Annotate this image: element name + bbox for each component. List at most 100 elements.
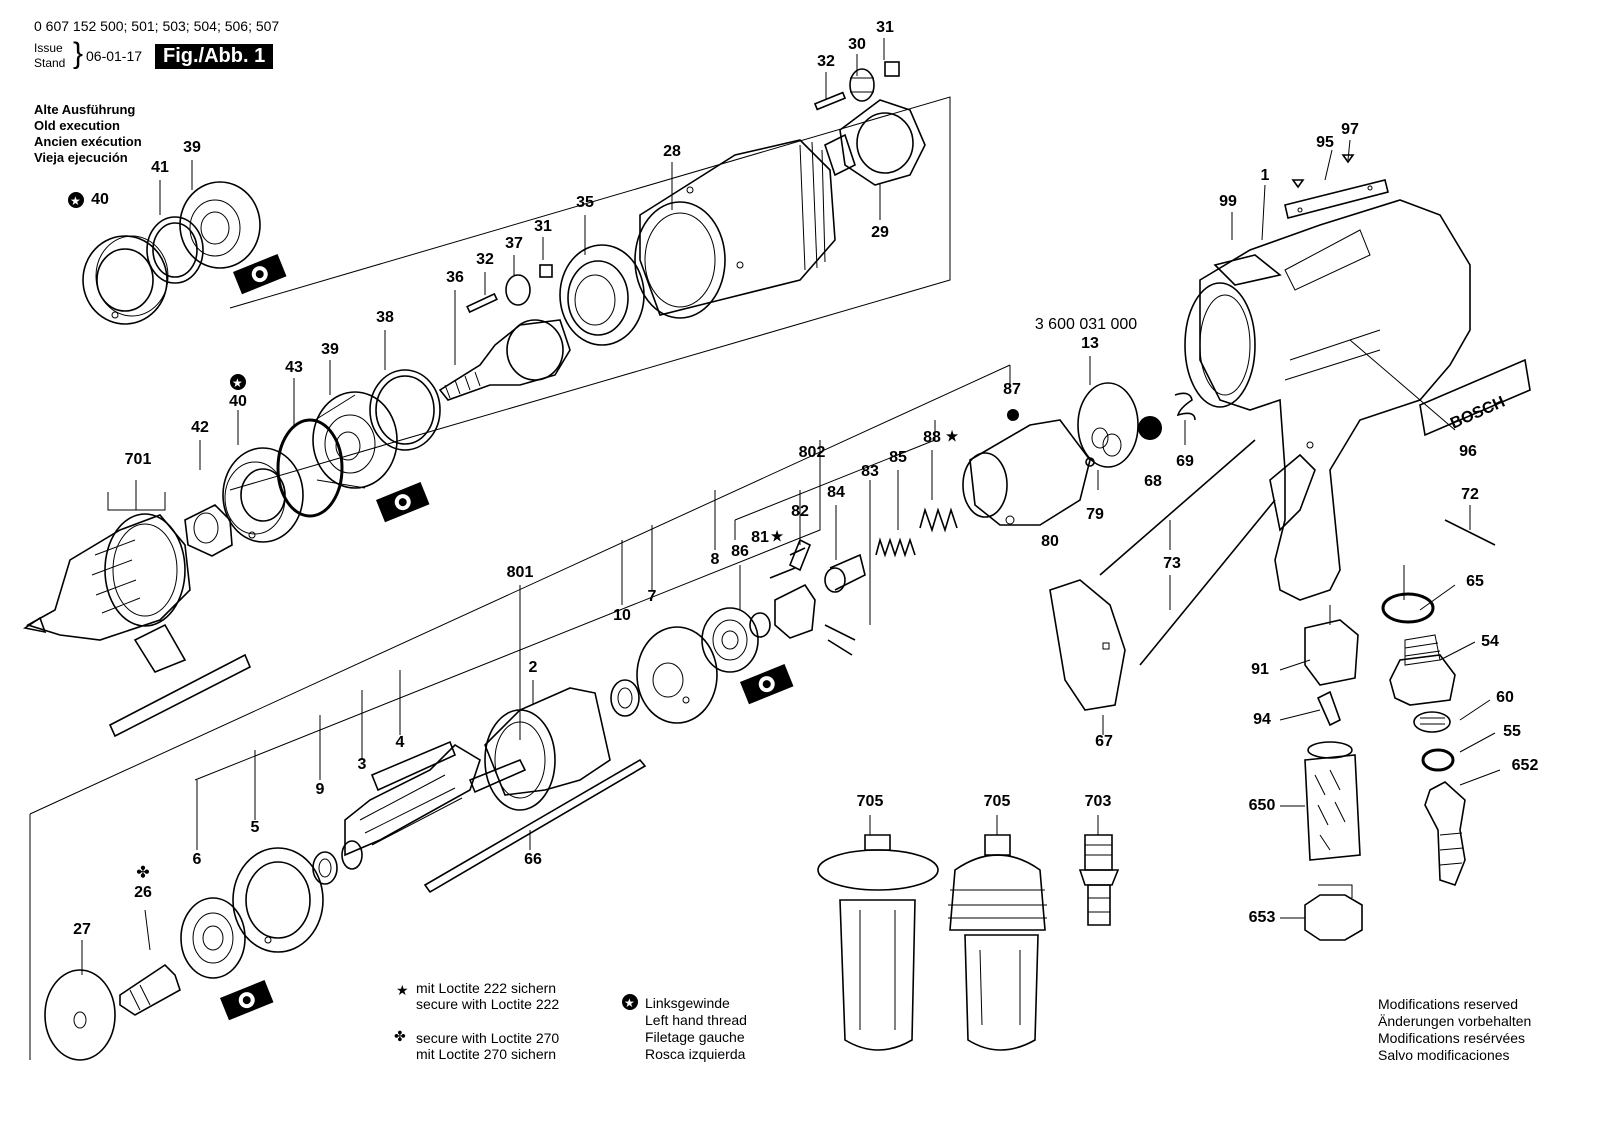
silencer-650	[1304, 741, 1361, 861]
clip-94	[1316, 690, 1341, 727]
carrier-29	[824, 99, 926, 186]
part-label-80: 80	[1041, 533, 1059, 550]
part-label-41: 41	[151, 159, 169, 176]
pin-82	[788, 538, 812, 572]
left-thread-icon-40-old: ★	[68, 192, 84, 208]
side-handle-705b	[948, 834, 1047, 1051]
part-label-653: 653	[1248, 909, 1276, 926]
part-label-31: 31	[534, 218, 552, 235]
hose-nipple-652	[1424, 781, 1466, 886]
part-label-26: 26	[134, 884, 152, 901]
ball-68	[1138, 416, 1162, 440]
spring-88	[919, 507, 958, 533]
part-label-87: 87	[1003, 381, 1021, 398]
part-label-4: 4	[395, 734, 405, 751]
bearing-8	[701, 607, 759, 673]
gear-31-top	[884, 61, 900, 77]
spring-69	[1174, 392, 1196, 421]
part-label-55: 55	[1503, 723, 1521, 740]
star-icon: ★	[396, 983, 409, 999]
part-label-28: 28	[663, 143, 681, 160]
screen-60	[1413, 711, 1451, 733]
spring-85	[875, 537, 916, 558]
part-label-43: 43	[285, 359, 303, 376]
nut-42	[184, 504, 233, 557]
gear-housing-28	[634, 139, 836, 319]
part-label-5: 5	[250, 819, 260, 836]
part-label-36: 36	[446, 269, 464, 286]
legend-loctite222-de: mit Loctite 222 sichern	[416, 980, 557, 996]
part-label-81: 81	[751, 529, 769, 546]
svg-text:★: ★	[70, 194, 81, 208]
part-label-85: 85	[889, 449, 907, 466]
part-label-91: 91	[1251, 661, 1269, 678]
part-label-705b: 705	[983, 793, 1011, 810]
plug-653	[1304, 884, 1363, 941]
part-label-2: 2	[528, 659, 538, 676]
disc-13	[1077, 382, 1139, 468]
part-label-40: 40	[229, 393, 247, 410]
part-label-27: 27	[73, 921, 91, 938]
old-execution-es: Vieja ejecución	[34, 150, 128, 165]
disc-27	[44, 969, 116, 1061]
part-label-32-top: 32	[817, 53, 835, 70]
label-99	[1213, 254, 1282, 286]
ball-87	[1007, 409, 1019, 421]
legend-loctite222-en: secure with Loctite 222	[416, 996, 560, 1012]
old-bearing-39	[179, 181, 261, 269]
part-label-68: 68	[1144, 473, 1162, 490]
filter-91	[1304, 619, 1359, 686]
club-icon: ✤	[394, 1029, 406, 1045]
valve-body-84	[774, 583, 816, 639]
legend-loctite270-de: mit Loctite 270 sichern	[416, 1046, 557, 1062]
legend-left-thread-fr: Filetage gauche	[645, 1029, 745, 1045]
bearing-39	[312, 391, 398, 489]
part-label-30: 30	[848, 36, 866, 53]
planet-carrier-36	[438, 264, 571, 401]
part-label-701: 701	[124, 451, 152, 468]
issue-date: 06-01-17	[86, 48, 143, 64]
part-label-32: 32	[476, 251, 494, 268]
pin-66	[423, 758, 647, 894]
part-label-6: 6	[192, 851, 202, 868]
part-label-9: 9	[315, 781, 325, 798]
trigger-67	[1049, 579, 1126, 711]
left-thread-icon-40: ★	[230, 374, 246, 390]
kit-number: 3 600 031 000	[1034, 316, 1138, 333]
ring-38	[369, 369, 441, 451]
side-handle-705a	[817, 834, 939, 1051]
ring-40	[222, 447, 304, 543]
part-label-86: 86	[731, 543, 749, 560]
part-label-801: 801	[506, 564, 534, 581]
bearing-6	[180, 897, 246, 979]
modifications-en: Modifications reserved	[1378, 996, 1519, 1012]
part-label-54: 54	[1481, 633, 1499, 650]
gear-30	[849, 68, 875, 102]
part-label-38: 38	[376, 309, 394, 326]
part-label-7: 7	[647, 588, 657, 605]
part-label-39: 39	[321, 341, 339, 358]
club-icon-26: ✤	[136, 862, 150, 882]
part-label-79: 79	[1086, 506, 1104, 523]
rivet-97	[1291, 154, 1355, 189]
part-label-66: 66	[524, 851, 542, 868]
part-label-82: 82	[791, 503, 809, 520]
modifications-de: Änderungen vorbehalten	[1378, 1013, 1532, 1029]
old-execution-en: Old execution	[34, 118, 120, 133]
part-label-802: 802	[798, 444, 826, 461]
part-label-72: 72	[1461, 486, 1479, 503]
part-label-703: 703	[1084, 793, 1112, 810]
part-label-40-old: 40	[91, 191, 109, 208]
modifications-fr: Modifications resérvées	[1378, 1030, 1526, 1046]
stand-label: Stand	[34, 56, 66, 70]
part-label-97: 97	[1341, 121, 1359, 138]
brand-plate-96: BOSCH	[1419, 358, 1531, 437]
part-label-1: 1	[1260, 167, 1270, 184]
handle-housing-1	[1184, 199, 1471, 601]
part-label-3: 3	[357, 756, 367, 773]
part-numbers: 0 607 152 500; 501; 503; 504; 506; 507	[34, 18, 280, 34]
part-label-10: 10	[613, 607, 631, 624]
washer-9	[312, 851, 338, 885]
rotor-3	[341, 743, 527, 870]
